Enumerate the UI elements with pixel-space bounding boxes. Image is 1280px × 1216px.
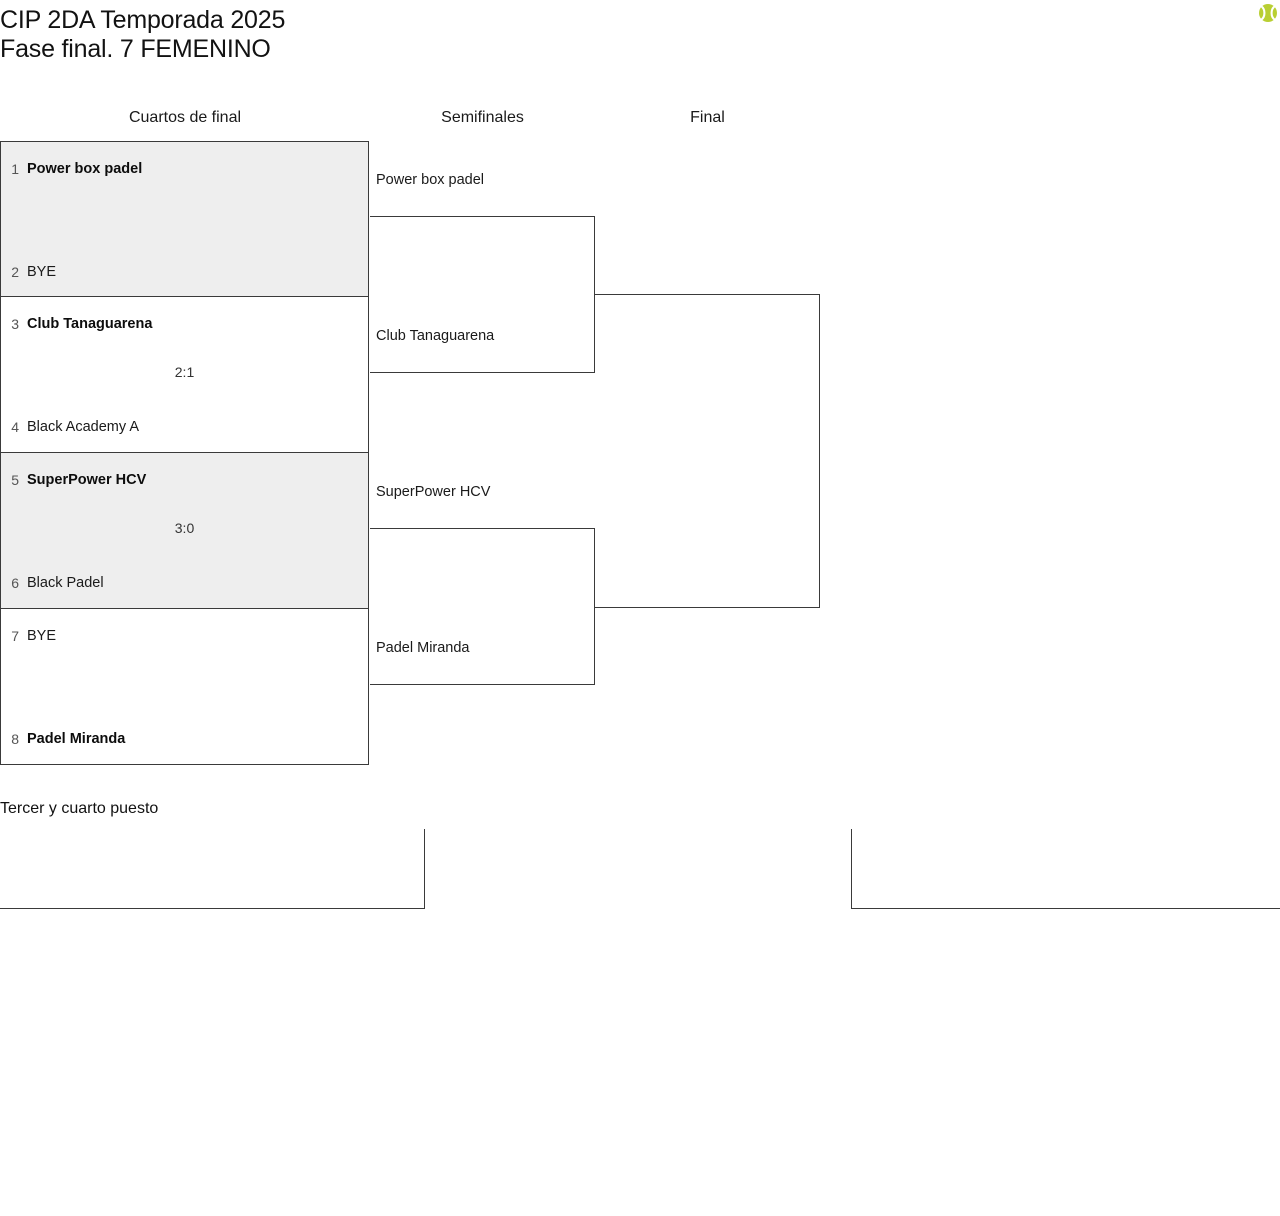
semifinal-slot-4[interactable]: Padel Miranda <box>376 640 470 656</box>
team-name: Padel Miranda <box>27 731 126 747</box>
quarterfinals-column: 1 Power box padel 2 BYE 3 Club Tanaguare… <box>0 141 370 765</box>
tennis-ball-icon <box>1258 3 1278 23</box>
match-slot-top[interactable]: 3 Club Tanaguarena <box>1 314 368 334</box>
page-title: CIP 2DA Temporada 2025 Fase final. 7 FEM… <box>0 6 700 64</box>
seed-number: 2 <box>11 264 19 280</box>
semifinal-slot-1[interactable]: Power box padel <box>376 172 485 188</box>
match-slot-bottom[interactable]: 6 Black Padel <box>1 573 368 593</box>
match-score <box>1 676 368 694</box>
team-name: SuperPower HCV <box>27 472 147 488</box>
third-place-connector-right <box>851 829 1280 909</box>
match-score: 2:1 <box>174 364 195 380</box>
semifinal-connector-1 <box>370 216 595 373</box>
semifinal-slot-3[interactable]: SuperPower HCV <box>376 484 491 500</box>
match-slot-bottom[interactable]: 4 Black Academy A <box>1 417 368 437</box>
page-title-line2: Fase final. 7 FEMENINO <box>0 35 271 63</box>
match-slot-top[interactable]: 7 BYE <box>1 626 368 646</box>
seed-number: 8 <box>11 731 19 747</box>
team-name: Black Padel <box>27 575 104 591</box>
seed-number: 4 <box>11 419 19 435</box>
match-slot-bottom[interactable]: 8 Padel Miranda <box>1 729 368 749</box>
quarterfinal-match-2[interactable]: 3 Club Tanaguarena 2:1 4 Black Academy A <box>0 297 369 453</box>
team-name: Club Tanaguarena <box>27 316 153 332</box>
match-score: 3:0 <box>174 520 195 536</box>
seed-number: 1 <box>11 161 19 177</box>
quarterfinal-match-1[interactable]: 1 Power box padel 2 BYE <box>0 141 369 297</box>
match-slot-bottom[interactable]: 2 BYE <box>1 262 368 282</box>
quarterfinal-match-4[interactable]: 7 BYE 8 Padel Miranda <box>0 609 369 765</box>
final-column <box>595 141 821 765</box>
match-slot-top[interactable]: 1 Power box padel <box>1 159 368 179</box>
semifinal-connector-2 <box>370 528 595 685</box>
page-title-line1: CIP 2DA Temporada 2025 <box>0 6 286 34</box>
seed-number: 3 <box>11 316 19 332</box>
team-name: BYE <box>27 264 57 280</box>
team-name: Power box padel <box>27 161 143 177</box>
round-header-quarterfinals: Cuartos de final <box>128 109 242 126</box>
team-name: Black Academy A <box>27 419 140 435</box>
match-slot-top[interactable]: 5 SuperPower HCV <box>1 470 368 490</box>
seed-number: 6 <box>11 575 19 591</box>
semifinal-slot-2[interactable]: Club Tanaguarena <box>376 328 495 344</box>
seed-number: 7 <box>11 628 19 644</box>
match-score <box>1 209 368 227</box>
third-place-title: Tercer y cuarto puesto <box>0 800 159 817</box>
final-connector <box>595 294 820 608</box>
quarterfinal-match-3[interactable]: 5 SuperPower HCV 3:0 6 Black Padel <box>0 453 369 609</box>
team-name: BYE <box>27 628 57 644</box>
seed-number: 5 <box>11 472 19 488</box>
round-header-final: Final <box>690 109 725 126</box>
third-place-connector-left <box>0 829 425 909</box>
semifinals-column: Power box padel Club Tanaguarena SuperPo… <box>370 141 596 765</box>
round-header-semifinals: Semifinales <box>441 109 524 126</box>
